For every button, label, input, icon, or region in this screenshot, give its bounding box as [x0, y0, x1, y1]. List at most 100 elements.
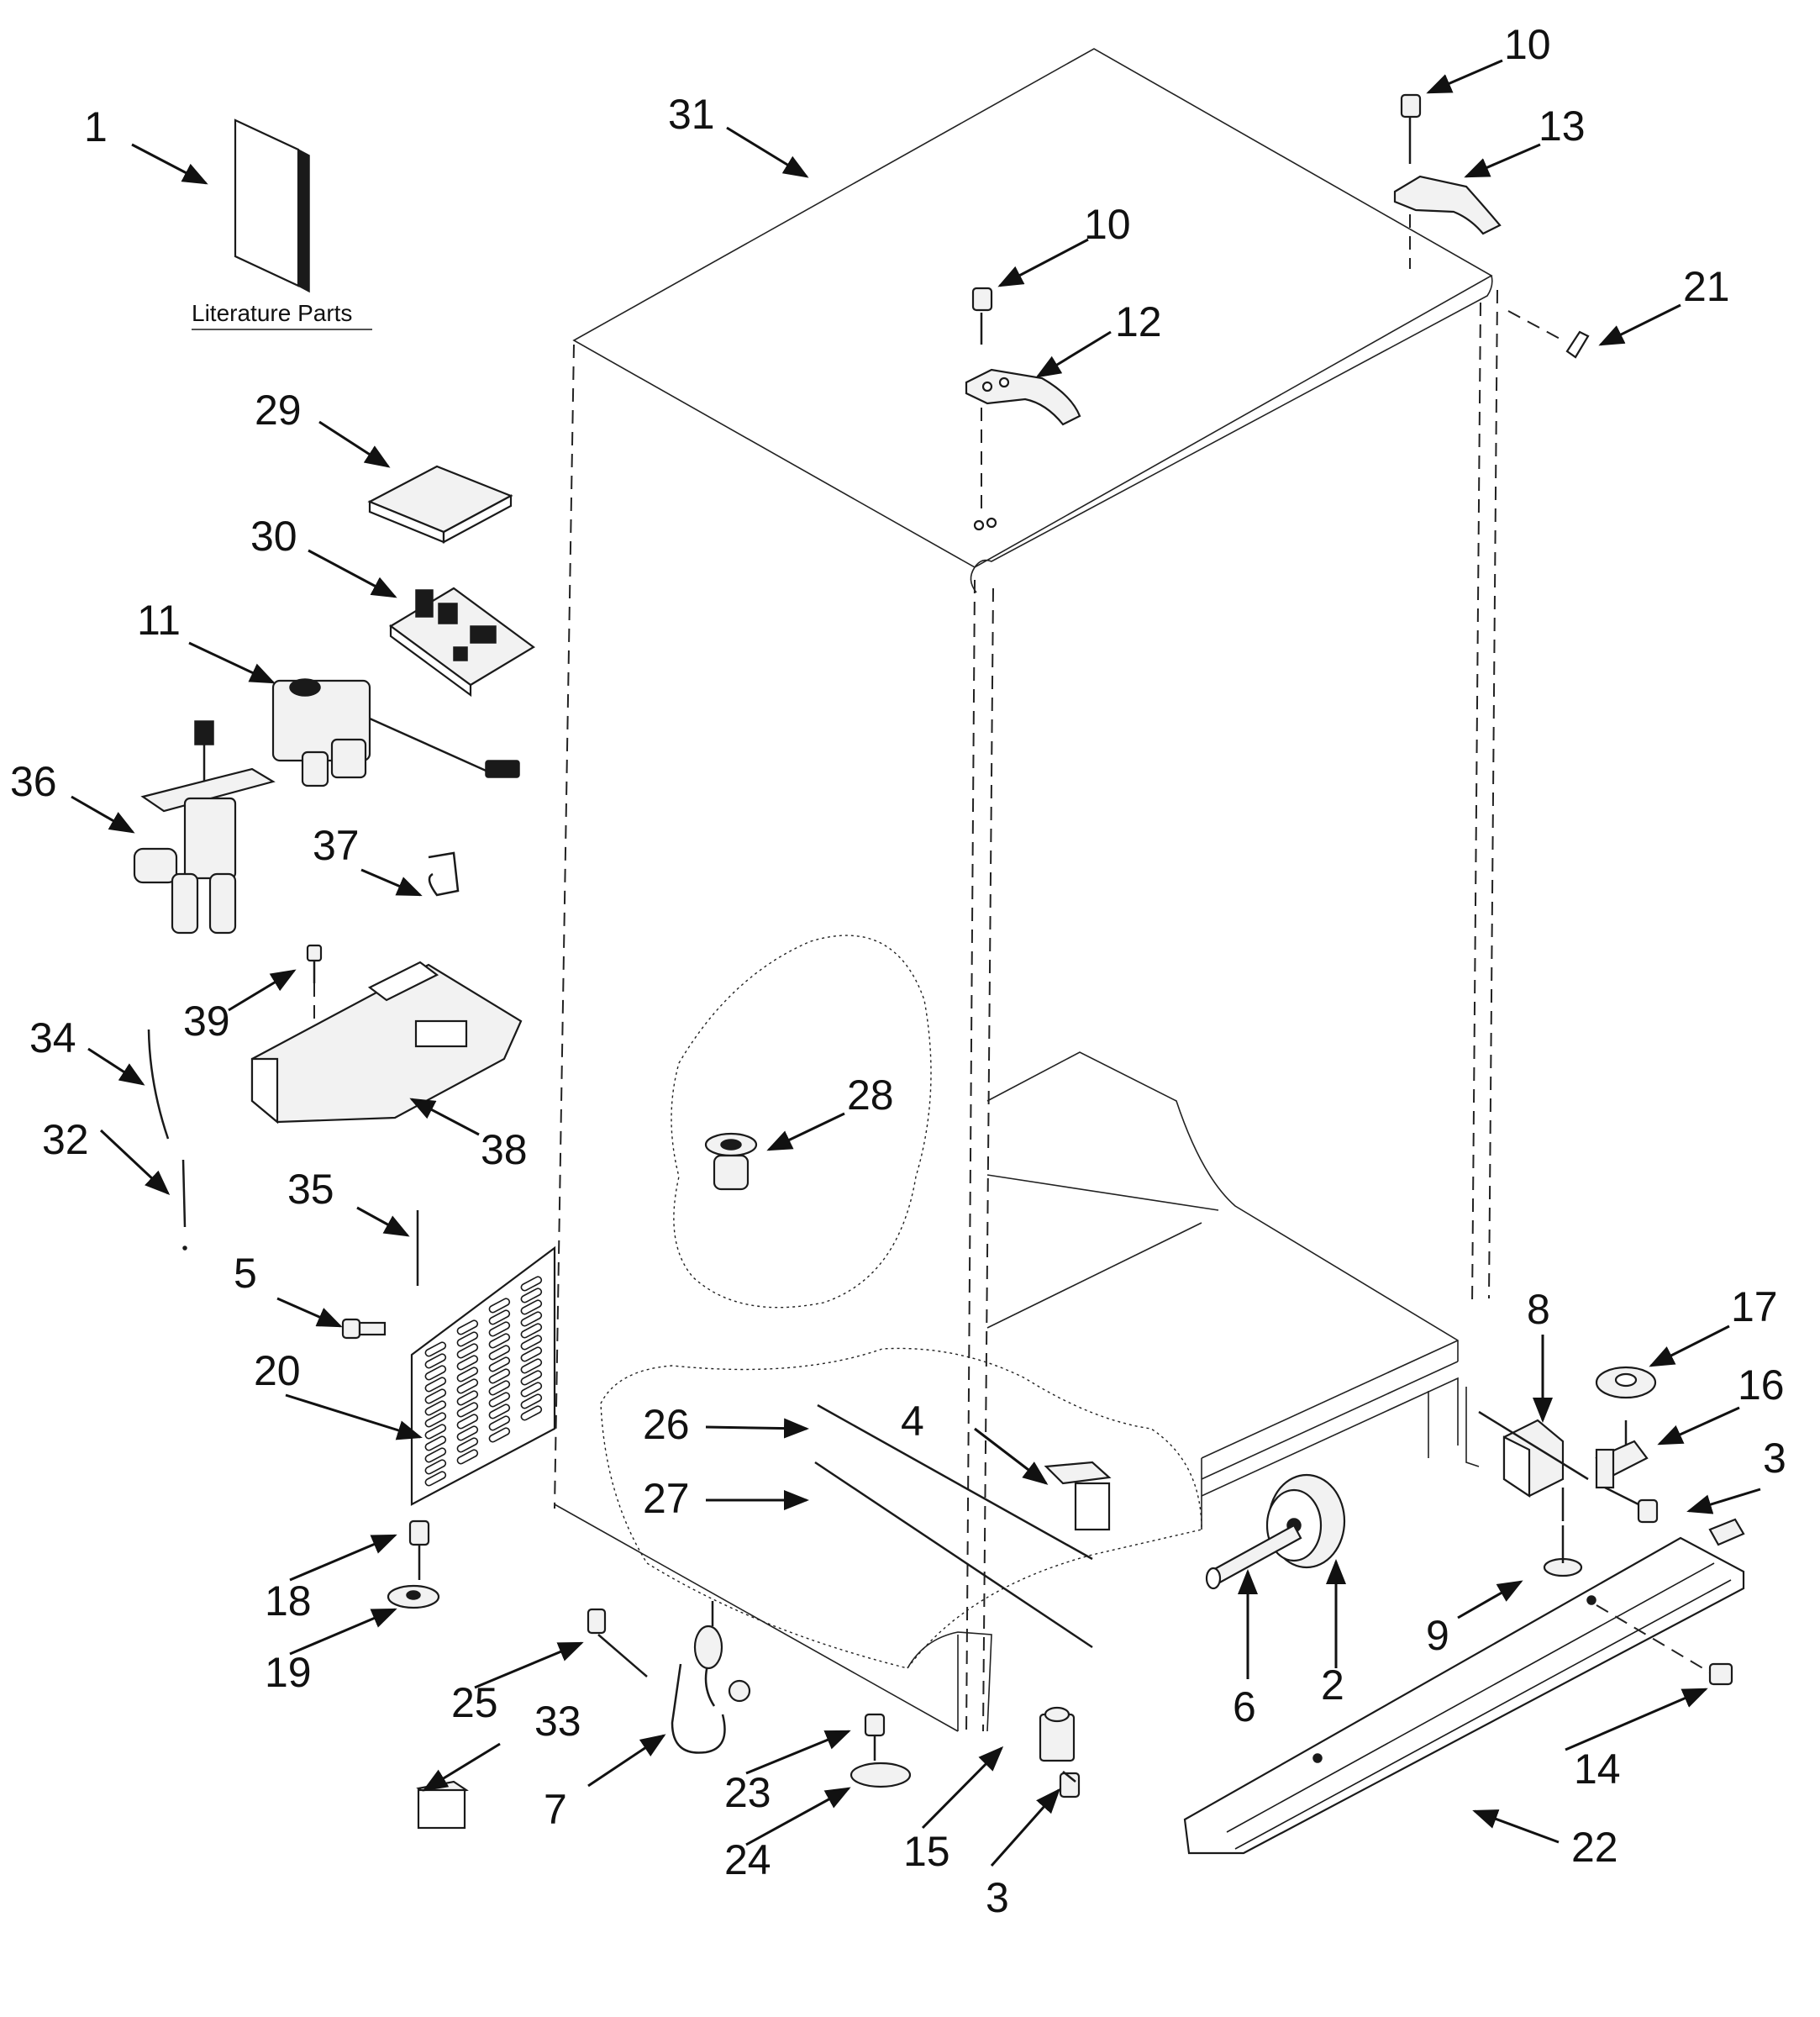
callout-27: 27 [643, 1475, 690, 1522]
cabinet [554, 48, 1498, 1736]
leader-arrow [1565, 1688, 1708, 1751]
leader-arrow [990, 1788, 1060, 1867]
vent-slot [520, 1299, 543, 1315]
callout-9: 9 [1426, 1612, 1449, 1659]
leader-arrow [587, 1734, 666, 1788]
pin-icon [1507, 310, 1590, 359]
leader-arrow [921, 1746, 1004, 1830]
vent-slot [424, 1353, 447, 1369]
vent-slot [520, 1288, 543, 1303]
leader-arrow [131, 143, 208, 185]
vent-slot [520, 1335, 543, 1351]
leader-arrow [1657, 1406, 1740, 1446]
callout-36: 36 [10, 758, 57, 805]
vent-slot [456, 1355, 479, 1371]
screw-3-icon [1604, 1486, 1659, 1524]
leader-arrow [409, 1098, 480, 1136]
vent-slot [424, 1377, 447, 1393]
leader-arrow [276, 1297, 343, 1328]
vent-slot [424, 1341, 447, 1357]
drain-trap-icon [587, 1601, 751, 1754]
vent-slot [520, 1393, 543, 1409]
vent-slot [488, 1333, 511, 1349]
toe-grille-icon [1183, 1518, 1745, 1855]
leader-arrow [1649, 1324, 1730, 1367]
callout-3a: 3 [1763, 1435, 1786, 1482]
vent-slot [456, 1331, 479, 1347]
callout-7: 7 [544, 1786, 567, 1833]
rod-long-icon [814, 1461, 1093, 1649]
vent-slot [456, 1390, 479, 1406]
vent-slot [456, 1414, 479, 1430]
callout-33: 33 [534, 1698, 581, 1745]
vent-slot [424, 1400, 447, 1416]
vent-slot [488, 1298, 511, 1314]
inlet-valve-icon [133, 720, 276, 935]
callout-26: 26 [643, 1401, 690, 1448]
leader-arrow [289, 1534, 397, 1582]
callout-37: 37 [313, 822, 360, 869]
callout-6: 6 [1233, 1683, 1256, 1730]
callout-30: 30 [250, 513, 297, 560]
leader-arrow [356, 1206, 410, 1237]
vent-slot [488, 1321, 511, 1337]
literature-caption: Literature Parts [192, 300, 352, 326]
screw-clip-2-icon [850, 1713, 912, 1788]
leader-arrows [71, 59, 1761, 1867]
roller-wheel-icon [1205, 1473, 1346, 1590]
leader-arrow [745, 1787, 851, 1846]
callout-21: 21 [1683, 263, 1730, 310]
vent-slot [456, 1437, 479, 1453]
callout-35: 35 [287, 1166, 334, 1213]
vent-slot [456, 1343, 479, 1359]
control-board-icon [389, 587, 535, 698]
callout-28: 28 [847, 1072, 894, 1119]
vent-slot [424, 1471, 447, 1487]
vent-slot [520, 1346, 543, 1362]
callout-15: 15 [903, 1828, 950, 1875]
vent-slot [488, 1392, 511, 1408]
vent-slot [520, 1405, 543, 1421]
vent-slot [488, 1356, 511, 1372]
literature-parts-icon: Literature Parts [192, 118, 372, 330]
callout-4: 4 [901, 1398, 924, 1445]
top-hinge-right-icon [1393, 93, 1502, 269]
vent-slot [520, 1276, 543, 1292]
leader-arrow [87, 1047, 145, 1086]
leader-arrow [228, 969, 297, 1012]
vent-slot [424, 1365, 447, 1381]
vent-slot [424, 1447, 447, 1463]
leader-arrow [766, 1112, 845, 1151]
vent-slot [456, 1425, 479, 1441]
control-cover-icon [367, 465, 513, 544]
screw-14-icon [1596, 1604, 1733, 1686]
screw-icon [341, 1318, 387, 1340]
leader-arrow [318, 420, 391, 468]
leader-arrow [1686, 1488, 1761, 1514]
vent-slot [456, 1367, 479, 1382]
tube-short-icon [181, 1159, 187, 1228]
leader-arrow [474, 1641, 584, 1689]
vent-slot [456, 1402, 479, 1418]
leader-arrow [1598, 303, 1681, 346]
leader-arrow [705, 1418, 809, 1439]
callout-labels: 1 2 3 3 4 5 6 7 8 9 10 10 11 12 13 14 15… [10, 21, 1786, 1921]
vent-slot [488, 1380, 511, 1396]
leader-arrow [1472, 1809, 1560, 1844]
vent-slot [456, 1319, 479, 1335]
leader-arrow [1035, 330, 1112, 378]
leader-arrow [99, 1129, 171, 1196]
leader-arrow [1464, 143, 1541, 178]
hinge-bracket-icon [1039, 1706, 1081, 1798]
leader-arrow [1457, 1580, 1523, 1619]
callout-13: 13 [1539, 103, 1586, 150]
washer-icon [1595, 1366, 1657, 1399]
leader-arrow [285, 1393, 423, 1440]
vent-slot [520, 1311, 543, 1327]
leader-arrow [997, 238, 1089, 287]
vent-slot [520, 1358, 543, 1374]
callout-38: 38 [481, 1126, 528, 1173]
leader-arrow [188, 641, 276, 684]
vent-slot [488, 1403, 511, 1419]
vent-slot [488, 1345, 511, 1361]
